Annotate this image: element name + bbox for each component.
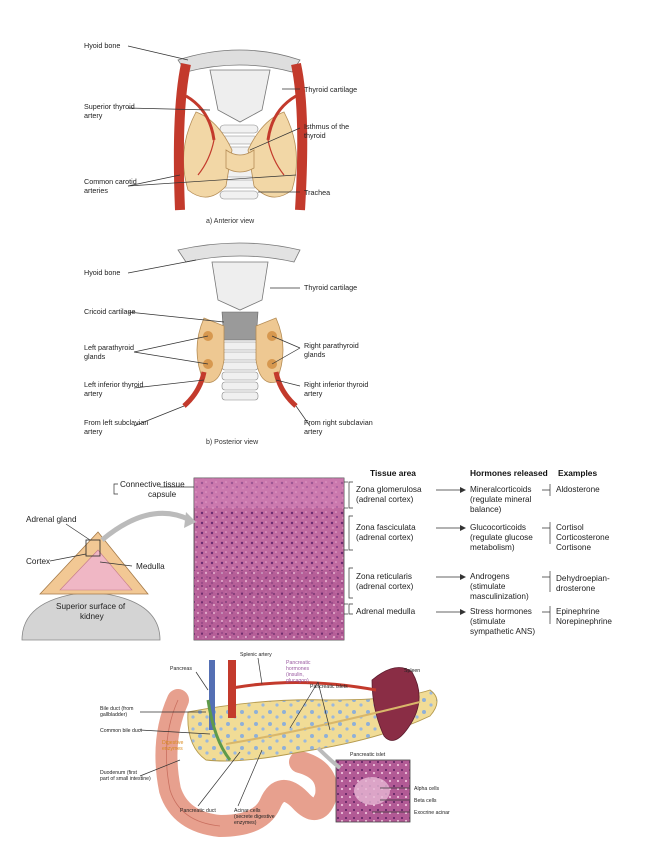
label-common-bile-duct: Common bile duct <box>100 728 142 734</box>
header-tissue-area: Tissue area <box>370 468 416 478</box>
label-superior-thyroid: Superior thyroid <box>84 102 135 111</box>
label-right-parathyroid: Right parathyroid <box>304 341 359 350</box>
label-connective-tissue-2: capsule <box>148 490 177 499</box>
label-hyoid-bone-posterior: Hyoid bone <box>84 268 120 277</box>
row2-hormone: Glucocorticoids <box>470 523 526 532</box>
row1-hormone: Mineralcorticoids <box>470 485 531 494</box>
row1-area-2: (adrenal cortex) <box>356 495 414 504</box>
label-left-subclavian-2: artery <box>84 427 103 436</box>
row3-example: Dehydroepian- <box>556 574 610 583</box>
label-bile-duct: Bile duct (from <box>100 706 133 712</box>
label-cortex: Cortex <box>26 557 50 566</box>
label-adrenal-gland: Adrenal gland <box>26 515 77 524</box>
label-exocrine-acinar: Exocrine acinar <box>414 810 450 816</box>
row3-hormone: Androgens <box>470 572 510 581</box>
thyroid-anterior-illustration <box>173 49 308 211</box>
thyroid-anterior-leaders <box>127 45 301 193</box>
row2-area: Zona fasciculata <box>356 523 416 532</box>
label-bile-duct-2: gallbladder) <box>100 712 127 718</box>
row2-hormone-3: metabolism) <box>470 543 515 552</box>
label-splenic-artery: Splenic artery <box>240 652 272 658</box>
label-right-parathyroid-2: glands <box>304 350 326 359</box>
label-acinar-cells-3: enzymes) <box>234 820 257 826</box>
label-digestive-enzymes-2: enzymes <box>162 746 183 752</box>
header-examples: Examples <box>558 468 597 478</box>
label-pancreatic-hormones-3: (insulin, <box>286 672 304 678</box>
label-superior-thyroid-2: artery <box>84 111 103 120</box>
label-thyroid-cartilage-posterior: Thyroid cartilage <box>304 283 357 292</box>
label-kidney: Superior surface of <box>56 602 126 611</box>
caption-anterior: a) Anterior view <box>206 218 255 225</box>
row1-hormone-2: (regulate mineral <box>470 495 532 504</box>
label-duodenum-2: part of small intestine) <box>100 776 151 782</box>
label-isthmus-2: thyroid <box>304 131 326 140</box>
row4-example-2: Norepinephrine <box>556 617 612 626</box>
row2-hormone-2: (regulate glucose <box>470 533 533 542</box>
label-left-parathyroid-2: glands <box>84 352 106 361</box>
caption-posterior: b) Posterior view <box>206 439 259 446</box>
label-medulla: Medulla <box>136 562 165 571</box>
label-cricoid: Cricoid cartilage <box>84 307 136 316</box>
label-pancreatic-hormones-2: hormones <box>286 666 309 672</box>
adrenal-illustration <box>21 477 348 641</box>
label-right-subclavian: From right subclavian <box>304 418 373 427</box>
label-isthmus: Isthmus of the <box>304 122 349 131</box>
row4-hormone: Stress hormones <box>470 607 532 616</box>
label-left-subclavian: From left subclavian <box>84 418 148 427</box>
row2-example: Cortisol <box>556 523 584 532</box>
adrenal-table: Zona glomerulosa (adrenal cortex) Minera… <box>348 481 612 636</box>
row1-example: Aldosterone <box>556 485 600 494</box>
row3-hormone-3: masculinization) <box>470 592 529 601</box>
pancreas-illustration <box>155 660 438 838</box>
row2-area-2: (adrenal cortex) <box>356 533 414 542</box>
label-left-inferior: Left inferior thyroid <box>84 380 144 389</box>
label-pancreatic-islet: Pancreatic islet <box>350 752 386 758</box>
label-duodenum: Duodenum (first <box>100 770 137 776</box>
label-pancreas: Pancreas <box>170 666 192 672</box>
label-kidney-2: kidney <box>80 612 105 621</box>
row3-area: Zona reticularis <box>356 572 412 581</box>
label-hyoid-bone: Hyoid bone <box>84 41 120 50</box>
row1-hormone-3: balance) <box>470 505 502 514</box>
label-left-parathyroid: Left parathyroid <box>84 343 134 352</box>
row4-example: Epinephrine <box>556 607 600 616</box>
row2-example-2: Corticosterone <box>556 533 610 542</box>
label-beta-cells: Beta cells <box>414 798 437 804</box>
label-thyroid-cartilage: Thyroid cartilage <box>304 85 357 94</box>
label-acinar-cells: Acinar cells <box>234 808 261 814</box>
pancreas-leaders <box>139 657 410 813</box>
label-right-inferior: Right inferior thyroid <box>304 380 368 389</box>
thyroid-posterior-leaders <box>127 259 311 427</box>
row3-example-2: drosterone <box>556 584 596 593</box>
label-connective-tissue: Connective tissue <box>120 480 185 489</box>
row4-hormone-3: sympathetic ANS) <box>470 627 535 636</box>
label-trachea: Trachea <box>304 188 330 197</box>
row3-area-2: (adrenal cortex) <box>356 582 414 591</box>
adrenal-leaders <box>49 523 133 567</box>
row4-area: Adrenal medulla <box>356 607 416 616</box>
row4-hormone-2: (stimulate <box>470 617 506 626</box>
label-acinar-cells-2: (secrete digestive <box>234 814 275 820</box>
label-pancreatic-hormones-4: glucagon) <box>286 678 309 684</box>
header-hormones: Hormones released <box>470 468 548 478</box>
label-spleen: Spleen <box>404 668 420 674</box>
row2-example-3: Cortisone <box>556 543 591 552</box>
label-common-carotid-2: arteries <box>84 186 108 195</box>
label-alpha-cells: Alpha cells <box>414 786 439 792</box>
row1-area: Zona glomerulosa <box>356 485 422 494</box>
label-digestive-enzymes: Digestive <box>162 740 183 746</box>
label-pancreatic-duct: Pancreatic duct <box>180 808 216 814</box>
row3-hormone-2: (stimulate <box>470 582 506 591</box>
label-right-inferior-2: artery <box>304 389 323 398</box>
label-pancreatic-islets: Pancreatic islets <box>310 684 348 690</box>
thyroid-posterior-illustration <box>177 242 301 408</box>
label-right-subclavian-2: artery <box>304 427 323 436</box>
label-common-carotid: Common carotid <box>84 177 137 186</box>
label-left-inferior-2: artery <box>84 389 103 398</box>
label-pancreatic-hormones: Pancreatic <box>286 660 311 666</box>
